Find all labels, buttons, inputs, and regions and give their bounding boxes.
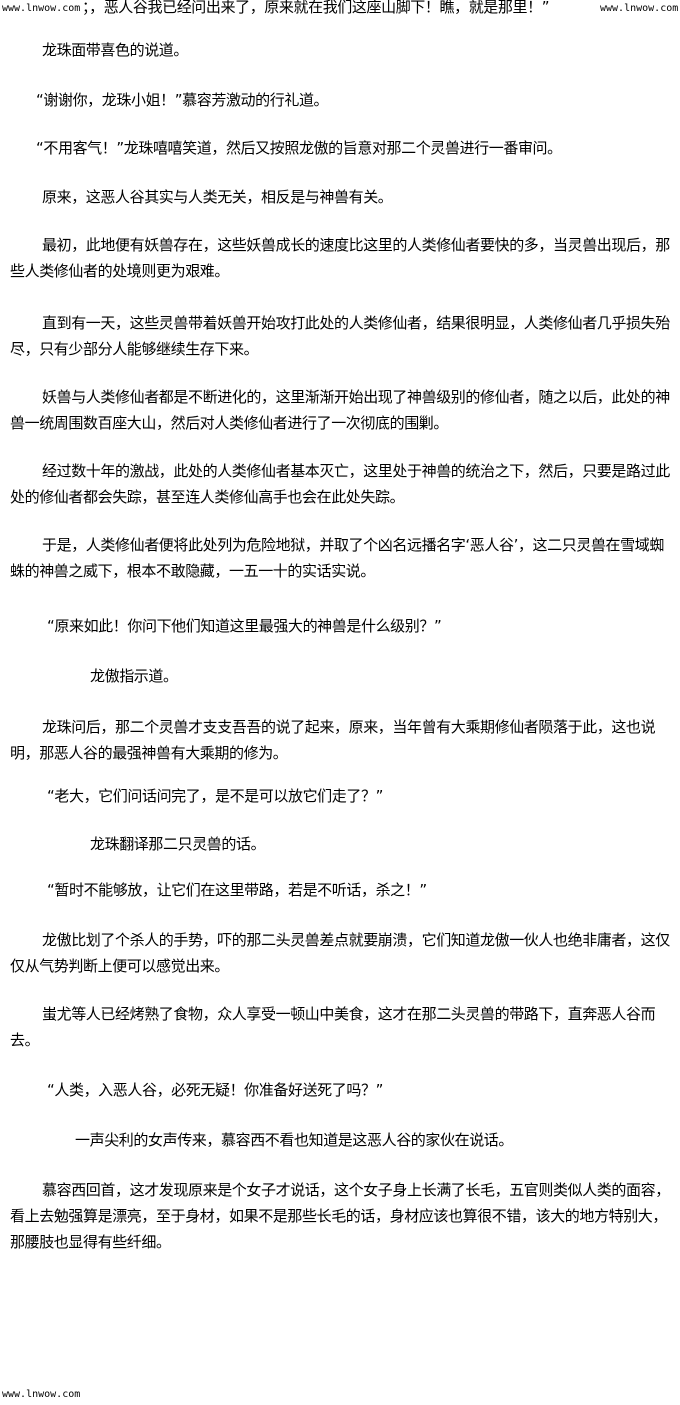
paragraph: 最初，此地便有妖兽存在，这些妖兽成长的速度比这里的人类修仙者要快的多，当灵兽出现… (10, 236, 670, 280)
paragraph: 慕容西回首，这才发现原来是个女子才说话，这个女子身上长满了长毛，五官则类似人类的… (10, 1181, 670, 1251)
paragraph: 原来，这恶人谷其实与人类无关，相反是与神兽有关。 (42, 188, 393, 206)
paragraph: 龙傲比划了个杀人的手势，吓的那二头灵兽差点就要崩溃，它们知道龙傲一伙人也绝非庸者… (10, 931, 670, 975)
paragraph: 龙珠面带喜色的说道。 (42, 41, 189, 59)
header-line: ；，恶人谷我已经问出来了，原来就在我们这座山脚下！瞧，就是那里！” (82, 0, 550, 16)
paragraph: 经过数十年的激战，此处的人类修仙者基本灭亡，这里处于神兽的统治之下，然后，只要是… (10, 462, 670, 506)
paragraph: “老大，它们问话问完了，是不是可以放它们走了？” (47, 787, 383, 805)
paragraph: 龙傲指示道。 (90, 667, 178, 685)
paragraph: “谢谢你，龙珠小姐！”慕容芳激动的行礼道。 (36, 91, 329, 109)
paragraph: “人类，入恶人谷，必死无疑！你准备好送死了吗？” (47, 1081, 383, 1099)
watermark-top-right[interactable]: www.lnwow.com (600, 3, 679, 14)
paragraph: 一声尖利的女声传来，慕容西不看也知道是这恶人谷的家伙在说话。 (75, 1131, 514, 1149)
watermark-top-left[interactable]: www.lnwow.com (2, 3, 81, 14)
paragraph: 龙珠问后，那二个灵兽才支支吾吾的说了起来，原来，当年曾有大乘期修仙者陨落于此，这… (10, 718, 656, 762)
paragraph: “暂时不能够放，让它们在这里带路，若是不听话，杀之！” (47, 881, 427, 899)
paragraph: 龙珠翻译那二只灵兽的话。 (90, 835, 266, 853)
paragraph: 妖兽与人类修仙者都是不断进化的，这里渐渐开始出现了神兽级别的修仙者，随之以后，此… (10, 388, 670, 432)
paragraph: 蚩尤等人已经烤熟了食物，众人享受一顿山中美食，这才在那二头灵兽的带路下，直奔恶人… (10, 1005, 656, 1049)
paragraph: “原来如此！你问下他们知道这里最强大的神兽是什么级别？” (47, 617, 442, 635)
paragraph: “不用客气！”龙珠嘻嘻笑道，然后又按照龙傲的旨意对那二个灵兽进行一番审问。 (36, 139, 562, 157)
paragraph: 于是，人类修仙者便将此处列为危险地狱，并取了个凶名远播名字‘恶人谷’，这二只灵兽… (10, 536, 664, 580)
paragraph: 直到有一天，这些灵兽带着妖兽开始攻打此处的人类修仙者，结果很明显，人类修仙者几乎… (10, 314, 670, 358)
watermark-bottom-left[interactable]: www.lnwow.com (2, 1389, 81, 1400)
